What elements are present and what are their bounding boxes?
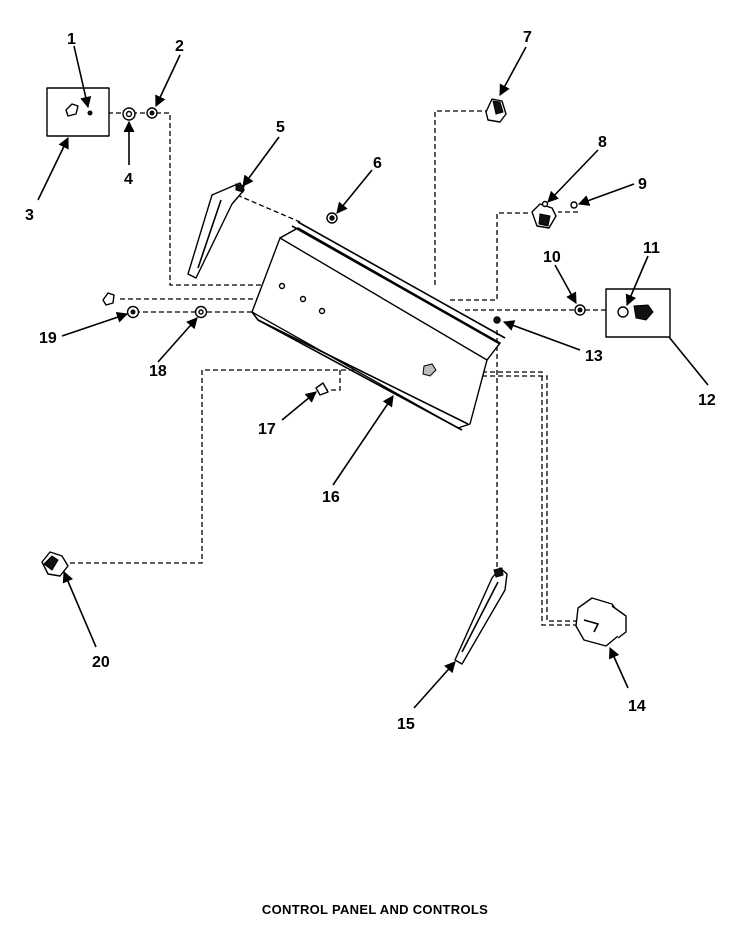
part-9-screw — [570, 201, 578, 209]
part-11-knob — [617, 304, 654, 321]
part-17-clip — [315, 382, 329, 396]
part-15-bracket — [454, 567, 508, 665]
part-6-nut — [326, 212, 338, 224]
callout-1: 1 — [67, 31, 76, 48]
callout-18: 18 — [149, 363, 167, 380]
leader-lines — [37, 45, 709, 709]
callout-13: 13 — [585, 348, 603, 365]
part-20-selector-knob — [41, 551, 69, 577]
part-2-nut — [146, 107, 158, 119]
part-10-nut — [574, 304, 586, 316]
callout-9: 9 — [638, 176, 647, 193]
callout-12: 12 — [698, 392, 716, 409]
part-16-control-panel — [251, 221, 506, 431]
part-19-nut — [126, 305, 140, 319]
callout-19: 19 — [39, 330, 57, 347]
callout-17: 17 — [258, 421, 276, 438]
callout-labels: 1 2 3 4 5 6 7 8 9 10 11 12 13 14 15 16 1… — [25, 29, 716, 733]
callout-8: 8 — [598, 134, 607, 151]
part-1-knob — [65, 103, 93, 117]
callout-5: 5 — [276, 119, 285, 136]
callout-20: 20 — [92, 654, 110, 671]
callout-3: 3 — [25, 207, 34, 224]
part-4-washer — [122, 107, 136, 121]
callout-4: 4 — [124, 171, 133, 188]
part-5-bracket — [187, 182, 245, 279]
callout-6: 6 — [373, 155, 382, 172]
callout-7: 7 — [523, 29, 532, 46]
part-8-switch — [531, 200, 557, 229]
part-14-timer — [575, 597, 627, 647]
part-18-washer — [194, 305, 208, 319]
callout-11: 11 — [643, 240, 660, 257]
part-13-screw — [493, 316, 501, 324]
part-3-knob-box — [46, 87, 110, 137]
loose-knob-left — [102, 292, 115, 306]
callout-15: 15 — [397, 716, 415, 733]
callout-16: 16 — [322, 489, 340, 506]
diagram-caption: CONTROL PANEL AND CONTROLS — [261, 902, 489, 917]
callout-10: 10 — [543, 249, 561, 266]
part-7-clip — [485, 98, 507, 123]
callout-14: 14 — [628, 698, 646, 715]
callout-2: 2 — [175, 38, 184, 55]
